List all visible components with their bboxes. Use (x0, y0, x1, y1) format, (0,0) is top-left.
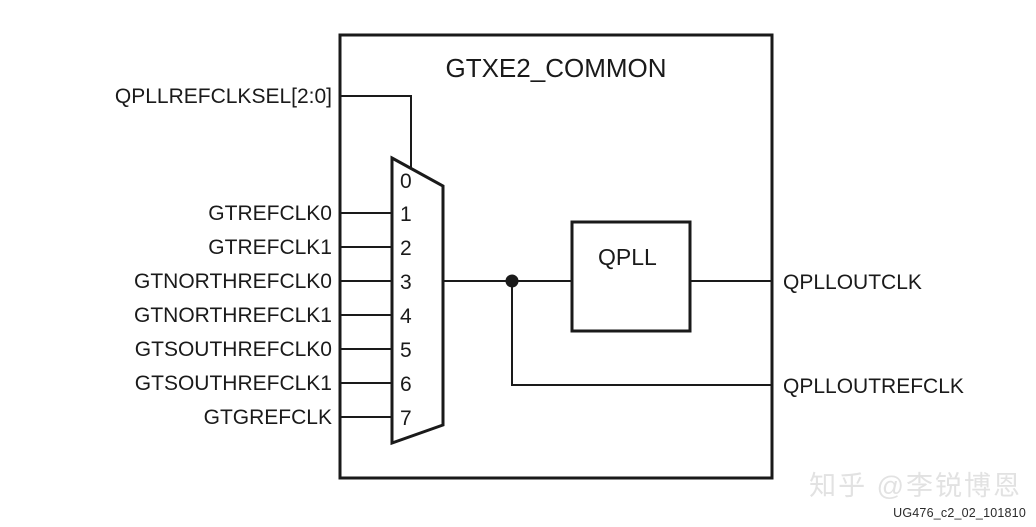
mux-port-7: 7 (400, 407, 412, 430)
mux-port-6: 6 (400, 373, 412, 396)
mux-port-1: 1 (400, 203, 412, 226)
qpll-block (570, 220, 692, 333)
wire-junction-dot (505, 274, 519, 288)
qpll-block-label: QPLL (598, 244, 657, 270)
output-label-qplloutrefclk: QPLLOUTREFCLK (783, 375, 964, 398)
input-label-gtsouthrefclk0: GTSOUTHREFCLK0 (135, 338, 332, 361)
qplloutrefclk-branch-wire (511, 281, 772, 386)
zhihu-watermark: 知乎 @李锐博恩 (809, 471, 1022, 501)
mux-port-2: 2 (400, 237, 412, 260)
input-label-gtgrefclk: GTGREFCLK (204, 406, 332, 429)
select-input-wire (340, 95, 412, 172)
figure-id-caption: UG476_c2_02_101810 (893, 506, 1026, 520)
mux-port-3: 3 (400, 271, 412, 294)
input-label-gtnorthrefclk0: GTNORTHREFCLK0 (134, 270, 332, 293)
mux-port-0: 0 (400, 170, 412, 193)
mux-port-5: 5 (400, 339, 412, 362)
select-input-label: QPLLREFCLKSEL[2:0] (115, 85, 332, 108)
input-label-gtrefclk0: GTREFCLK0 (208, 202, 332, 225)
input-label-gtnorthrefclk1: GTNORTHREFCLK1 (134, 304, 332, 327)
refclk-select-mux (390, 155, 445, 446)
mux-port-4: 4 (400, 305, 412, 328)
block-title: GTXE2_COMMON (445, 53, 666, 83)
input-label-gtsouthrefclk1: GTSOUTHREFCLK1 (135, 372, 332, 395)
input-label-gtrefclk1: GTREFCLK1 (208, 236, 332, 259)
gtxe2-common-boundary (338, 33, 774, 480)
output-label-qplloutclk: QPLLOUTCLK (783, 271, 922, 294)
